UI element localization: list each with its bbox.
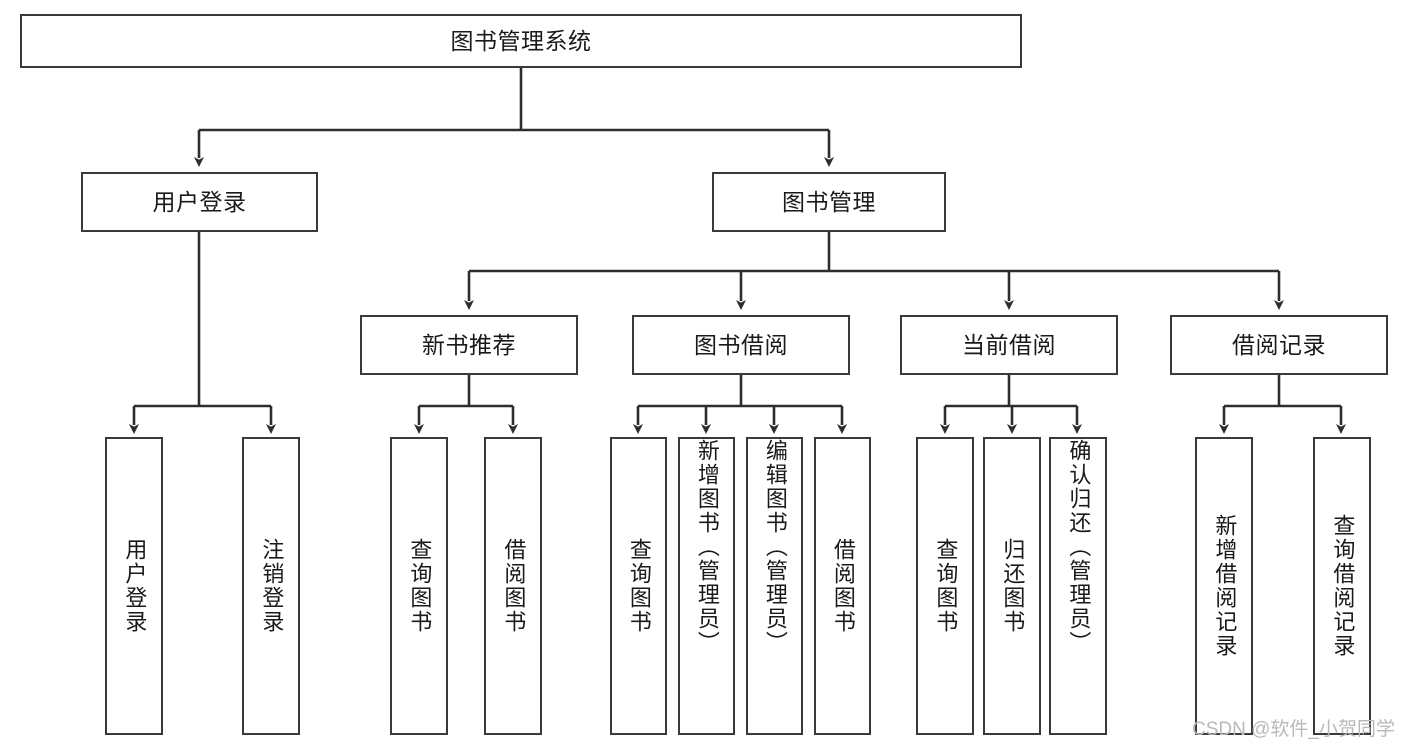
leaf-borrow-edit-book-admin[interactable]: 编辑图书（管理员）	[746, 437, 803, 735]
node-root-system[interactable]: 图书管理系统	[20, 14, 1022, 68]
leaf-borrow-borrow-book[interactable]: 借阅图书	[814, 437, 871, 735]
node-user-login[interactable]: 用户登录	[81, 172, 318, 232]
leaf-record-query-record[interactable]: 查询借阅记录	[1313, 437, 1371, 735]
leaf-recommend-borrow-book[interactable]: 借阅图书	[484, 437, 542, 735]
node-label: 图书管理	[782, 188, 876, 215]
node-book-borrow[interactable]: 图书借阅	[632, 315, 850, 375]
node-label: 借阅图书	[830, 538, 856, 634]
node-label: 归还图书	[1000, 538, 1026, 634]
node-label: 查询图书	[933, 538, 959, 634]
leaf-borrow-query-book[interactable]: 查询图书	[610, 437, 667, 735]
node-label: 新增借阅记录	[1212, 514, 1238, 658]
node-label: 图书借阅	[694, 331, 788, 358]
node-label: 新增图书（管理员）	[694, 439, 720, 655]
node-label: 查询图书	[626, 538, 652, 634]
leaf-borrow-add-book-admin[interactable]: 新增图书（管理员）	[678, 437, 735, 735]
node-label: 用户登录	[152, 188, 247, 215]
node-label: 编辑图书（管理员）	[762, 439, 788, 655]
node-label: 图书管理系统	[450, 27, 592, 54]
leaf-current-confirm-return-admin[interactable]: 确认归还（管理员）	[1049, 437, 1107, 735]
node-label: 用户登录	[122, 538, 148, 634]
leaf-current-query-book[interactable]: 查询图书	[916, 437, 974, 735]
node-label: 借阅图书	[501, 538, 527, 634]
node-label: 查询借阅记录	[1330, 514, 1356, 658]
node-label: 确认归还（管理员）	[1066, 439, 1092, 655]
node-label: 新书推荐	[422, 331, 516, 358]
node-borrow-record[interactable]: 借阅记录	[1170, 315, 1388, 375]
node-new-book-recommend[interactable]: 新书推荐	[360, 315, 578, 375]
node-current-borrow[interactable]: 当前借阅	[900, 315, 1118, 375]
node-label: 查询图书	[407, 538, 433, 634]
node-label: 借阅记录	[1232, 331, 1326, 358]
leaf-user-login-signout[interactable]: 注销登录	[242, 437, 300, 735]
node-book-management[interactable]: 图书管理	[712, 172, 946, 232]
leaf-record-add-record[interactable]: 新增借阅记录	[1195, 437, 1253, 735]
leaf-current-return-book[interactable]: 归还图书	[983, 437, 1041, 735]
node-label: 注销登录	[259, 538, 285, 634]
leaf-user-login-signin[interactable]: 用户登录	[105, 437, 163, 735]
node-label: 当前借阅	[962, 331, 1056, 358]
leaf-recommend-query-book[interactable]: 查询图书	[390, 437, 448, 735]
